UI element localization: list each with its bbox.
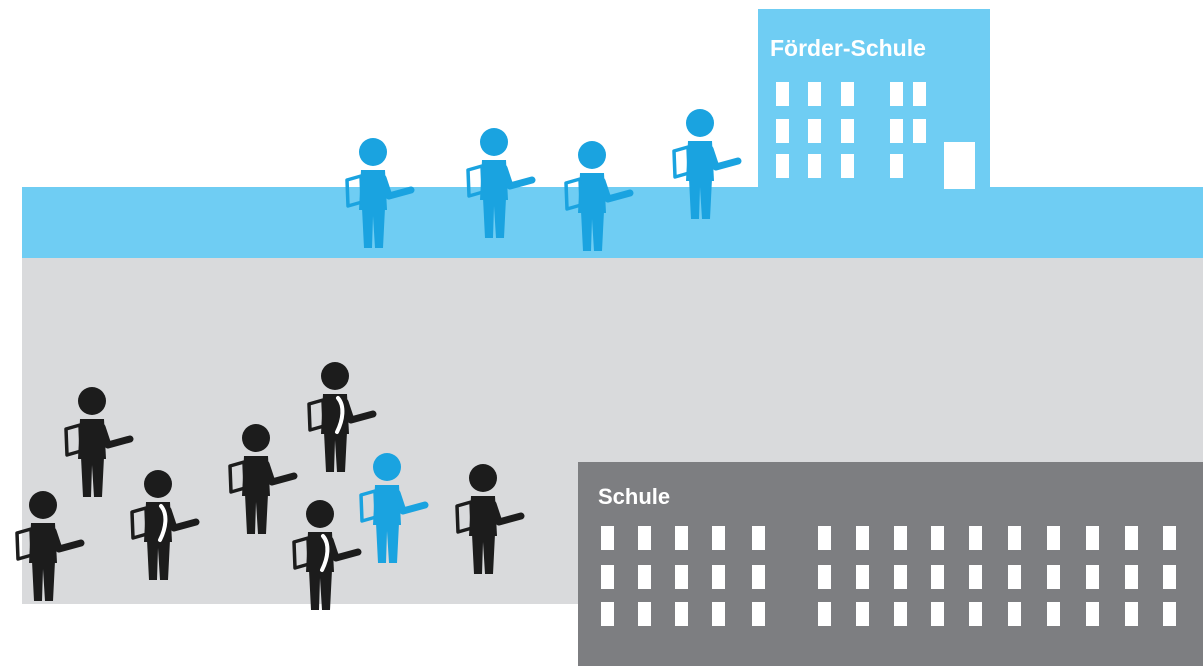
window-icon xyxy=(1163,526,1176,550)
window-icon xyxy=(1008,526,1021,550)
window-icon xyxy=(856,602,869,626)
window-icon xyxy=(1125,565,1138,589)
window-icon xyxy=(931,565,944,589)
window-icon xyxy=(776,154,789,178)
child-with-backpack-icon xyxy=(672,109,742,219)
child-with-backpack-icon xyxy=(64,387,134,497)
window-icon xyxy=(1047,602,1060,626)
child-with-backpack-icon xyxy=(15,491,85,601)
window-icon xyxy=(890,154,903,178)
window-icon xyxy=(1163,565,1176,589)
window-icon xyxy=(969,526,982,550)
door-icon xyxy=(944,142,975,189)
window-icon xyxy=(841,82,854,106)
window-icon xyxy=(818,602,831,626)
child-with-backpack-icon xyxy=(455,464,525,574)
window-icon xyxy=(808,119,821,143)
window-icon xyxy=(894,602,907,626)
window-icon xyxy=(601,526,614,550)
window-icon xyxy=(638,565,651,589)
child-with-backpack-icon xyxy=(466,128,536,238)
child-with-backpack-icon xyxy=(292,500,362,610)
window-icon xyxy=(776,82,789,106)
window-icon xyxy=(752,565,765,589)
window-icon xyxy=(1008,565,1021,589)
window-icon xyxy=(1163,602,1176,626)
window-icon xyxy=(894,565,907,589)
child-with-backpack-icon xyxy=(345,138,415,248)
window-icon xyxy=(841,119,854,143)
window-icon xyxy=(931,602,944,626)
child-with-backpack-icon xyxy=(564,141,634,251)
window-icon xyxy=(808,154,821,178)
window-icon xyxy=(890,119,903,143)
window-icon xyxy=(776,119,789,143)
window-icon xyxy=(601,602,614,626)
window-icon xyxy=(712,526,725,550)
window-icon xyxy=(712,602,725,626)
window-icon xyxy=(913,119,926,143)
window-icon xyxy=(675,526,688,550)
window-icon xyxy=(894,526,907,550)
special-school-building: Förder-Schule xyxy=(758,9,990,199)
window-icon xyxy=(675,565,688,589)
window-icon xyxy=(856,565,869,589)
window-icon xyxy=(1086,602,1099,626)
window-icon xyxy=(1125,526,1138,550)
window-icon xyxy=(808,82,821,106)
window-icon xyxy=(818,565,831,589)
child-with-backpack-icon xyxy=(307,362,377,472)
window-icon xyxy=(752,602,765,626)
window-icon xyxy=(752,526,765,550)
window-icon xyxy=(856,526,869,550)
window-icon xyxy=(712,565,725,589)
child-with-backpack-icon xyxy=(130,470,200,580)
window-icon xyxy=(601,565,614,589)
window-icon xyxy=(818,526,831,550)
window-icon xyxy=(1125,602,1138,626)
window-icon xyxy=(1086,565,1099,589)
window-icon xyxy=(890,82,903,106)
window-icon xyxy=(913,82,926,106)
regular-school-building: Schule xyxy=(578,462,1203,666)
window-icon xyxy=(969,565,982,589)
window-icon xyxy=(969,602,982,626)
window-icon xyxy=(1008,602,1021,626)
child-with-backpack-icon xyxy=(228,424,298,534)
regular-school-label: Schule xyxy=(598,484,671,509)
window-icon xyxy=(1086,526,1099,550)
window-icon xyxy=(638,526,651,550)
window-icon xyxy=(675,602,688,626)
special-school-label: Förder-Schule xyxy=(770,35,926,61)
window-icon xyxy=(1047,565,1060,589)
window-icon xyxy=(841,154,854,178)
child-with-backpack-icon xyxy=(359,453,429,563)
window-icon xyxy=(638,602,651,626)
window-icon xyxy=(931,526,944,550)
window-icon xyxy=(1047,526,1060,550)
